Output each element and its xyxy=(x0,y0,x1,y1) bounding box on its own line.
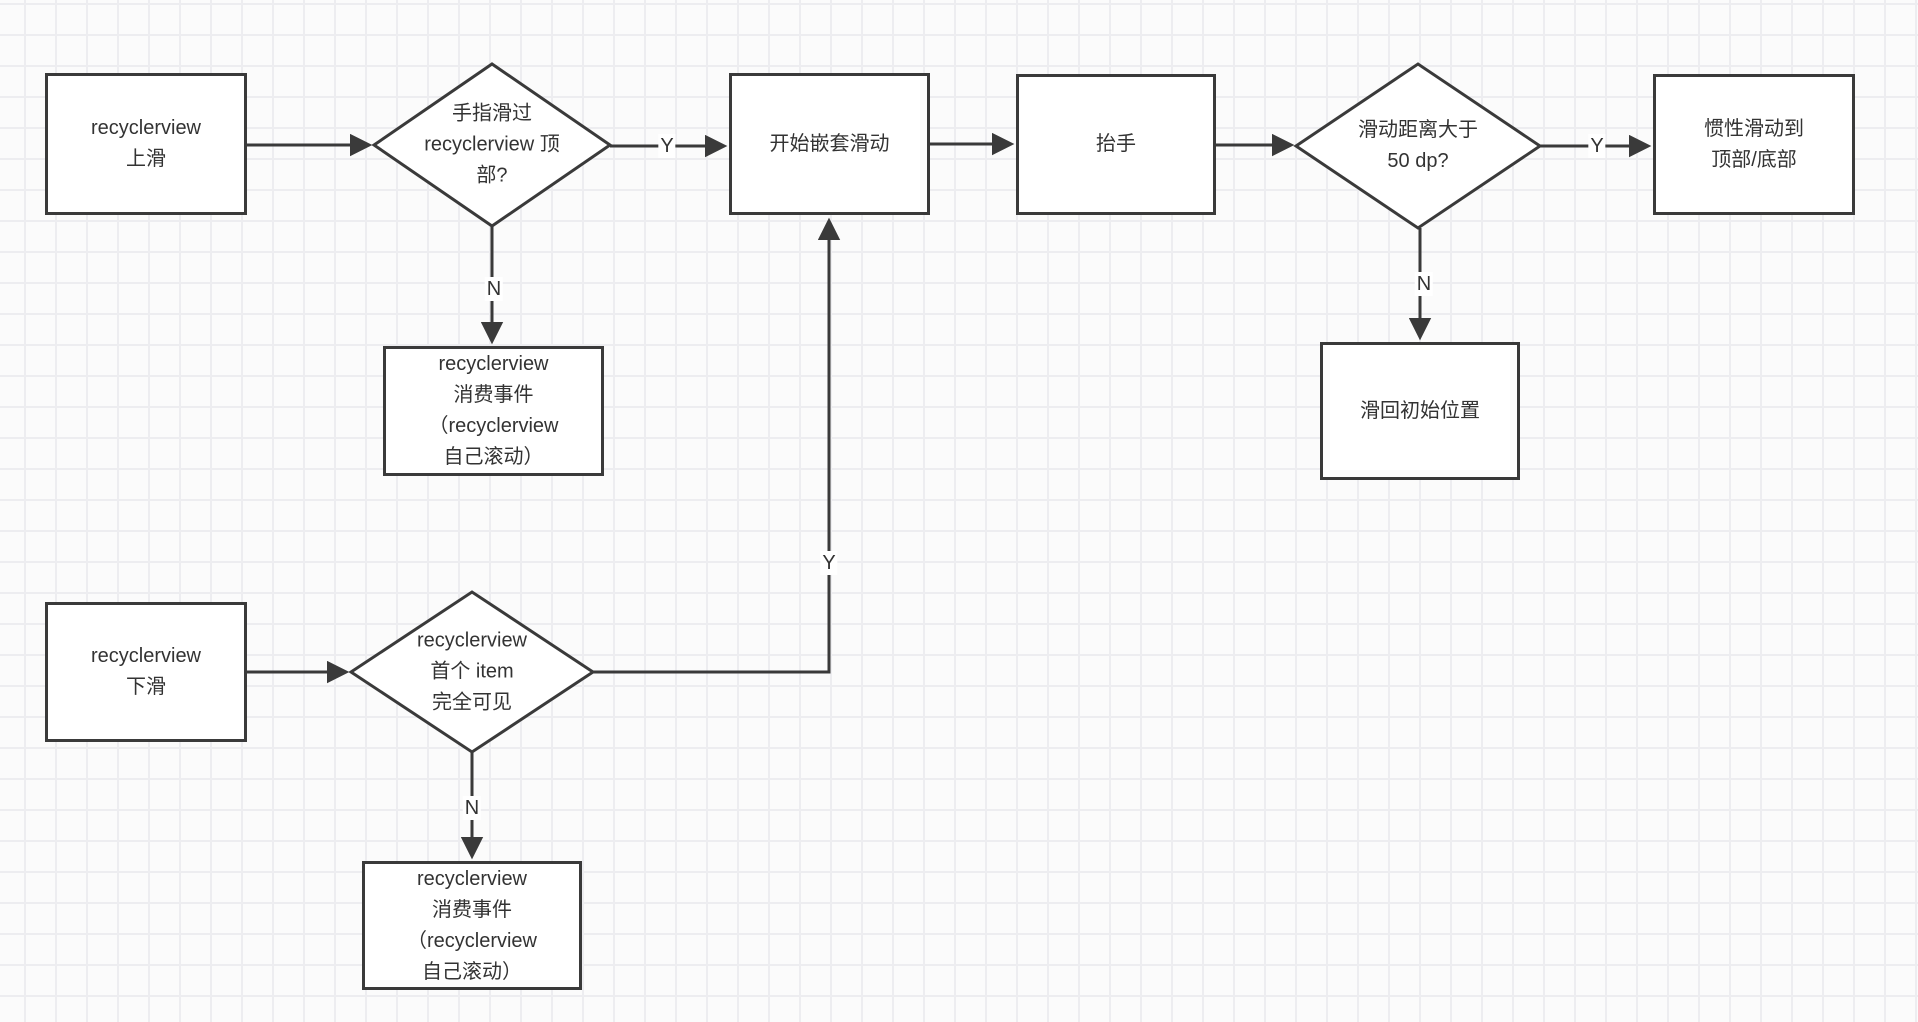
decision-distance-gt-50dp-shape[interactable] xyxy=(1293,62,1543,230)
node-recyclerview-scroll-up[interactable]: recyclerview 上滑 xyxy=(45,73,247,215)
node-lift-finger-label: 抬手 xyxy=(1096,133,1136,155)
edge-label-distance-50dp-no[interactable]: N xyxy=(1414,272,1434,296)
node-recyclerview-scroll-down[interactable]: recyclerview 下滑 xyxy=(45,602,247,742)
edge-label-finger-over-top-yes[interactable]: Y xyxy=(658,134,676,158)
node-start-nested-scroll[interactable]: 开始嵌套滑动 xyxy=(729,73,930,215)
node-start-nested-scroll-label: 开始嵌套滑动 xyxy=(769,132,890,155)
edge-label-distance-50dp-yes[interactable]: Y xyxy=(1588,134,1606,158)
edge-label-finger-over-top-no[interactable]: N xyxy=(484,277,504,301)
node-recyclerview-scroll-up-label: recyclerview 上滑 xyxy=(90,117,202,170)
decision-first-item-visible-label: recyclerview 首个 item 完全可见 xyxy=(416,629,528,714)
node-recyclerview-scroll-down-label: recyclerview 下滑 xyxy=(90,645,202,698)
node-rv-consume-event-top[interactable]: recyclerview 消费事件 （recyclerview 自己滚动） xyxy=(383,346,604,476)
node-rv-consume-event-bottom-label: recyclerview 消费事件 （recyclerview 自己滚动） xyxy=(406,867,538,983)
decision-finger-over-top-shape[interactable] xyxy=(371,62,613,228)
decision-finger-over-top-label: 手指滑过 recyclerview 顶 部? xyxy=(424,102,560,187)
node-lift-finger[interactable]: 抬手 xyxy=(1016,74,1216,215)
node-rv-consume-event-bottom[interactable]: recyclerview 消费事件 （recyclerview 自己滚动） xyxy=(362,861,582,990)
decision-distance-gt-50dp-label: 滑动距离大于 50 dp? xyxy=(1358,119,1478,172)
node-inertia-scroll[interactable]: 惯性滑动到 顶部/底部 xyxy=(1653,74,1855,215)
edge-label-first-item-no[interactable]: N xyxy=(462,796,482,820)
node-inertia-scroll-label: 惯性滑动到 顶部/底部 xyxy=(1704,117,1804,171)
node-slide-back-initial-label: 滑回初始位置 xyxy=(1360,399,1480,422)
decision-first-item-visible-shape[interactable] xyxy=(348,590,596,754)
node-rv-consume-event-top-label: recyclerview 消费事件 （recyclerview 自己滚动） xyxy=(428,353,559,468)
edge-label-first-item-yes[interactable]: Y xyxy=(820,551,838,575)
connector-firstitem-yes-to-startnested[interactable] xyxy=(593,217,841,674)
node-slide-back-initial[interactable]: 滑回初始位置 xyxy=(1320,342,1520,480)
